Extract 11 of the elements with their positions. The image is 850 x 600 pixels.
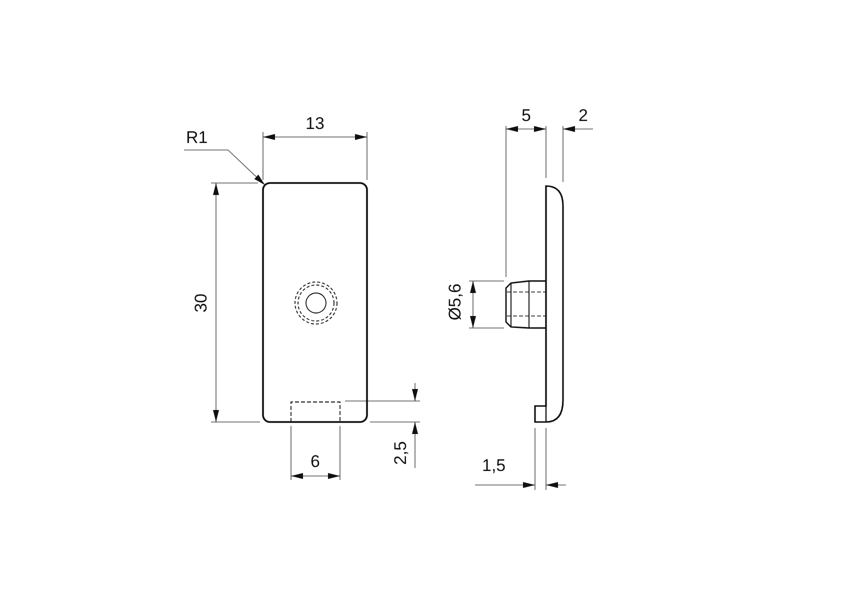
dimension-label: 13: [306, 114, 324, 134]
dimension-label: 6: [310, 452, 320, 472]
front-view-outline: [262, 182, 368, 423]
dimension-label: Ø5,6: [444, 284, 465, 320]
leader-line: [184, 150, 266, 186]
dimension-label: 2,5: [390, 441, 411, 465]
radius-label: R1: [184, 126, 210, 150]
dimension-label: 2: [578, 106, 588, 126]
dimension-label: 30: [190, 294, 211, 312]
dimension-label: 5: [522, 106, 531, 126]
dimension-label: 1,5: [482, 456, 506, 476]
